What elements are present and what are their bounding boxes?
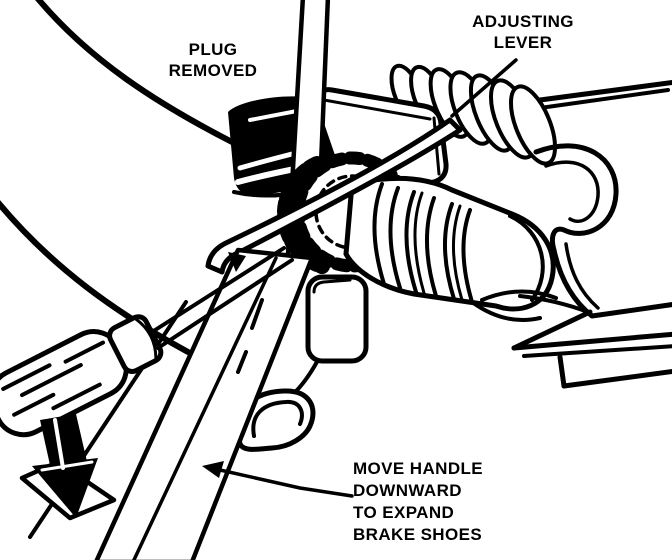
move-handle-leader-line — [202, 461, 354, 498]
screwdriver-shaft — [150, 246, 294, 350]
drum-edge-upper — [35, 0, 235, 145]
label-adjusting-lever-line2: LEVER — [493, 33, 553, 52]
lever-spring-coils — [389, 63, 558, 166]
downward-motion-arrow-icon — [19, 414, 117, 521]
adjusting-lever-leader-line — [450, 58, 518, 118]
label-move-handle-line2: DOWNWARD — [353, 481, 462, 500]
frame-line-right-top — [537, 80, 672, 103]
screwdriver-handle — [0, 314, 164, 438]
label-plug-removed-line2: REMOVED — [168, 61, 258, 80]
label-adjusting-lever-line1: ADJUSTING — [472, 12, 574, 31]
label-move-handle-line3: TO EXPAND — [353, 503, 455, 522]
label-move-handle-line4: BRAKE SHOES — [353, 525, 483, 544]
spring-hook — [533, 143, 672, 319]
label-plug-removed-line1: PLUG — [188, 40, 238, 59]
tool-handle-bar — [94, 247, 315, 560]
label-plug-removed: PLUG REMOVED — [146, 39, 280, 81]
label-adjusting-lever: ADJUSTING LEVER — [456, 11, 590, 53]
shoe-edge-bracket — [480, 289, 672, 389]
frame-line-right-top2 — [538, 88, 670, 110]
adjuster-body — [343, 175, 556, 322]
label-move-handle: MOVE HANDLE DOWNWARD TO EXPAND BRAKE SHO… — [353, 458, 483, 546]
label-move-handle-line1: MOVE HANDLE — [353, 459, 484, 478]
adjusting-lever-arm — [205, 117, 463, 275]
